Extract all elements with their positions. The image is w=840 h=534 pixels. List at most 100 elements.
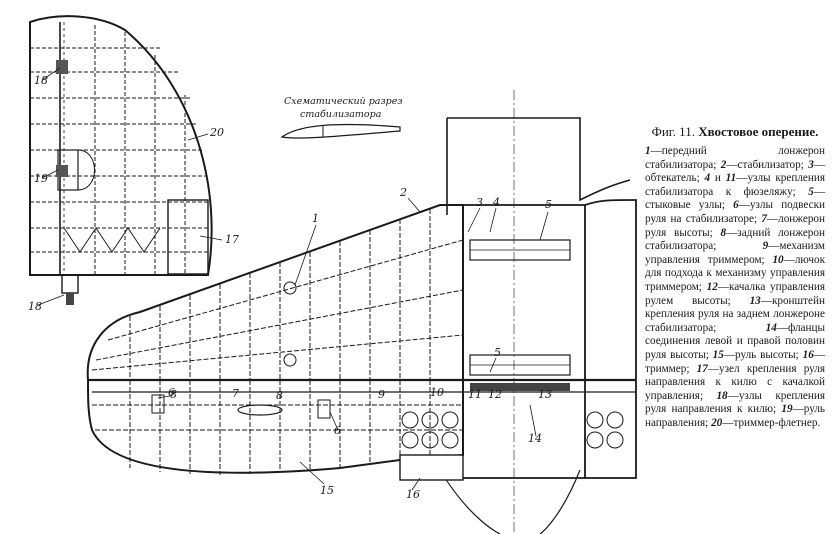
callout-17: 18: [28, 300, 42, 313]
legend: 1—передний лонжерон стабилизатора; 2—ста…: [645, 145, 825, 430]
legend-number: 3: [808, 158, 814, 171]
legend-text: —лонжерон руля высоты;: [645, 212, 825, 239]
legend-entry: 20—триммер-флетнер.: [711, 417, 820, 429]
legend-number: 4: [704, 172, 711, 185]
callout-7: 7: [232, 387, 239, 400]
legend-entry: 16—триммер;: [645, 349, 825, 375]
legend-text: —кронштейн крепления руля на заднем лонж…: [645, 294, 825, 334]
callout-9: 9: [378, 388, 385, 401]
legend-text: —руль высоты;: [723, 348, 803, 361]
legend-entry: 5—стыковые узлы;: [645, 186, 825, 212]
legend-entry: 3—обтекатель;: [645, 159, 825, 185]
legend-entry: 17—узел крепления руля направления к кил…: [645, 363, 825, 402]
callout-14: 14: [528, 432, 542, 445]
legend-entry: 9—механизм управления триммером;: [645, 240, 825, 266]
callout-10: 10: [430, 386, 444, 399]
legend-entry: 12—качалка управления рулем высоты;: [645, 281, 825, 307]
callout-6-right: 6: [334, 424, 341, 437]
legend-number: 20: [711, 416, 723, 429]
callout-6-left: 6: [168, 386, 175, 399]
legend-number: 13: [749, 294, 761, 307]
legend-text: —триммер-флетнер.: [722, 416, 821, 429]
flettner-tab: [167, 199, 209, 275]
airfoil-section: [280, 123, 401, 139]
legend-number: 9: [762, 240, 769, 253]
legend-text: —узел крепления руля направления к килю …: [645, 362, 825, 402]
callout-18-lower: 19: [34, 172, 48, 185]
lightening-holes: [401, 411, 624, 449]
stabilizer-section: Схематический разрез стабилизатора: [280, 96, 403, 139]
stabilizer-ribs: [91, 209, 464, 380]
legend-text: и: [710, 172, 726, 185]
legend-number: 14: [765, 321, 777, 334]
elevator-outline: [86, 379, 464, 474]
legend-entry: 2—стабилизатор;: [721, 159, 809, 171]
legend-entry: 4 и: [705, 172, 726, 184]
figure-caption: Фиг. 11. Хвостовое оперение. 1—передний …: [645, 124, 825, 430]
legend-text: —узлы крепления стабилизатора к фюзеляжу…: [645, 172, 825, 198]
legend-number: 8: [720, 226, 727, 239]
legend-text: —стабилизатор;: [726, 158, 809, 171]
legend-number: 15: [712, 348, 724, 361]
figure-title-text: Хвостовое оперение.: [698, 124, 819, 139]
legend-entry: 6—узлы подвески руля на стабилизаторе;: [645, 199, 825, 225]
legend-number: 1: [645, 145, 651, 157]
legend-text: —узлы подвески руля на стабилизаторе;: [645, 199, 825, 225]
legend-text: —стыковые узлы;: [645, 185, 825, 212]
stabilizer-outline: [86, 204, 464, 381]
callout-19: 20: [209, 126, 224, 139]
rudder-ribs: [30, 25, 209, 275]
fuselage-outline: [439, 90, 631, 534]
legend-text: —механизм управления триммером;: [645, 240, 825, 266]
legend-number: 17: [696, 362, 708, 375]
legend-number: 12: [706, 280, 718, 293]
stabilizer-planform: [86, 197, 637, 491]
legend-entry: 1—передний лонжерон стабилизатора;: [645, 145, 825, 171]
figure-title: Фиг. 11. Хвостовое оперение.: [645, 124, 825, 139]
figure-number: Фиг. 11.: [651, 124, 695, 139]
legend-entry: 14—фланцы соединения левой и правой поло…: [645, 322, 825, 361]
legend-entry: 11—узлы крепления стабилизатора к фюзеля…: [645, 172, 825, 198]
callout-12: 12: [488, 388, 502, 401]
legend-text: —качалка управления рулем высоты;: [645, 280, 825, 307]
legend-number: 19: [781, 403, 793, 416]
control-rod: [470, 383, 570, 391]
callout-16: 16: [406, 488, 420, 501]
callout-1: 1: [312, 212, 319, 225]
callout-8-left: 8: [170, 388, 177, 401]
callouts: 18 19 18 20 17 1 2 3 4 5 5 6 6 7 8 8 9 1…: [28, 74, 552, 501]
section-title-line2: стабилизатора: [300, 109, 382, 120]
legend-entry: 7—лонжерон руля высоты;: [645, 213, 825, 239]
legend-entry: 15—руль высоты;: [713, 349, 803, 361]
callout-18-upper: 18: [34, 74, 48, 87]
legend-text: —руль направления;: [645, 403, 825, 429]
legend-number: 7: [761, 212, 767, 225]
callout-8-right: 8: [276, 389, 283, 402]
legend-text: —триммер;: [645, 348, 825, 375]
callout-20: 17: [225, 233, 239, 246]
rudder-outline: [29, 15, 213, 276]
callout-5-upper: 5: [545, 198, 552, 211]
legend-text: —задний лонжерон стабилизатора;: [645, 226, 825, 253]
callout-15: 15: [320, 484, 334, 497]
legend-entry: 8—задний лонжерон стабилизатора;: [645, 227, 825, 253]
callout-4: 4: [492, 196, 500, 209]
legend-text: —обтекатель;: [645, 158, 825, 185]
legend-entry: 10—лючок для подхода к механизму управле…: [645, 254, 825, 293]
callout-5-lower: 5: [494, 346, 501, 359]
legend-number: 18: [716, 389, 728, 402]
callout-11: 11: [468, 388, 482, 401]
legend-number: 10: [772, 253, 784, 266]
legend-number: 16: [802, 348, 814, 361]
legend-text: —передний лонжерон стабилизатора;: [645, 145, 825, 171]
legend-entry: 13—кронштейн крепления руля на заднем ло…: [645, 295, 825, 334]
legend-number: 6: [733, 199, 739, 212]
legend-entry: 18—узлы крепления руля направления к кил…: [645, 390, 825, 416]
legend-number: 11: [725, 172, 737, 185]
rudder-view: [29, 15, 223, 306]
callout-2: 2: [399, 186, 407, 199]
legend-entry: 19—руль направления;: [645, 403, 825, 429]
legend-number: 5: [808, 185, 814, 198]
legend-text: —фланцы соединения левой и правой полови…: [645, 321, 825, 361]
